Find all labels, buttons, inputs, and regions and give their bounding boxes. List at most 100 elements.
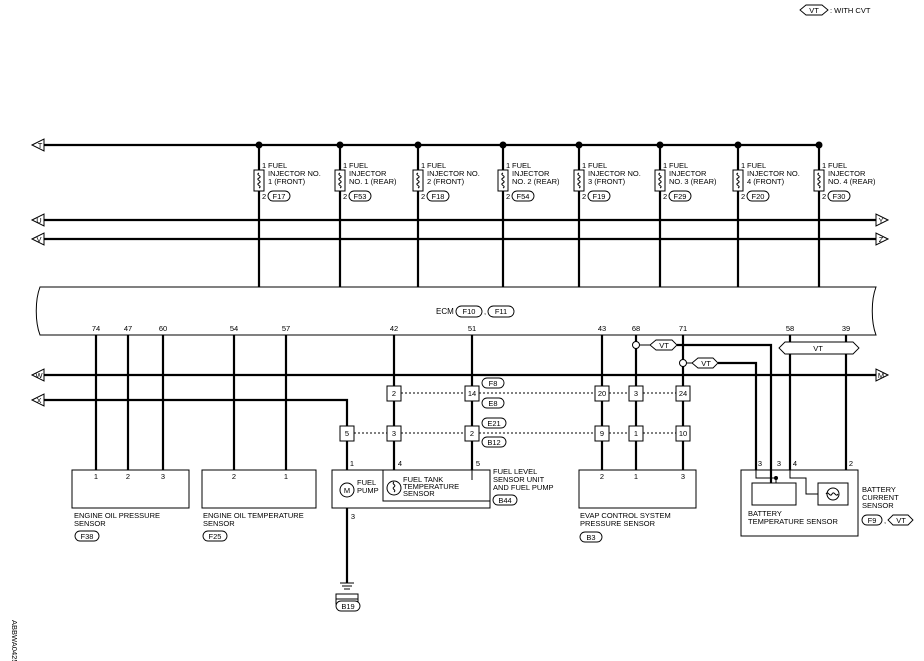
svg-text:9: 9 bbox=[600, 429, 604, 438]
bus-top: T bbox=[30, 138, 819, 152]
ecm-bottom-pin: 51 bbox=[468, 324, 476, 333]
fuel-level-conn: B44 bbox=[498, 496, 511, 505]
svg-text:X: X bbox=[36, 396, 41, 405]
svg-text:1: 1 bbox=[94, 472, 98, 481]
svg-text:1: 1 bbox=[284, 472, 288, 481]
ecm-bottom-pin: 43 bbox=[598, 324, 606, 333]
svg-text:1: 1 bbox=[634, 429, 638, 438]
injector-pin-2: 2 bbox=[421, 192, 425, 201]
vt-tag-3 bbox=[778, 341, 860, 355]
inline-pin-box bbox=[339, 425, 355, 442]
inline-pin-box bbox=[628, 385, 644, 402]
inline-pin-box bbox=[386, 385, 402, 402]
ecm-label: ECM bbox=[436, 307, 454, 316]
injector-pin-1: 1 bbox=[582, 161, 586, 170]
injector-pin-2: 2 bbox=[343, 192, 347, 201]
oil-pressure-conn: F38 bbox=[81, 532, 94, 541]
svg-text:1: 1 bbox=[350, 459, 354, 468]
svg-text:3: 3 bbox=[392, 429, 396, 438]
injector-pin-1: 1 bbox=[663, 161, 667, 170]
ecm-bottom-pin: 58 bbox=[786, 324, 794, 333]
svg-text:3: 3 bbox=[634, 389, 638, 398]
ecm-bottom-pin: 39 bbox=[842, 324, 850, 333]
ecm-bottom-pin: 71 bbox=[679, 324, 687, 333]
svg-text:4: 4 bbox=[398, 459, 402, 468]
svg-text:VT: VT bbox=[813, 344, 823, 353]
svg-text:5: 5 bbox=[345, 429, 349, 438]
ecm-bottom-pin: 54 bbox=[230, 324, 238, 333]
thermistor-icon bbox=[386, 480, 402, 496]
evap-conn: B3 bbox=[586, 533, 595, 542]
legend-tag bbox=[799, 4, 829, 16]
injector-conn: F30 bbox=[833, 192, 846, 201]
ecm-box: ECM F10 , F11 bbox=[35, 286, 877, 336]
bus-x: X bbox=[30, 393, 349, 426]
svg-text:4: 4 bbox=[793, 459, 797, 468]
inline-pin-box bbox=[594, 425, 610, 442]
injector-conn: F19 bbox=[593, 192, 606, 201]
bus-u: U Y bbox=[30, 213, 890, 227]
injector-pin-2: 2 bbox=[822, 192, 826, 201]
inline-pin-box bbox=[675, 425, 691, 442]
svg-text:,: , bbox=[884, 516, 886, 525]
injector-pin-1: 1 bbox=[741, 161, 745, 170]
injector-pin-2: 2 bbox=[741, 192, 745, 201]
svg-text:20: 20 bbox=[598, 389, 606, 398]
ecm-bottom-pin: 60 bbox=[159, 324, 167, 333]
svg-text:3: 3 bbox=[681, 472, 685, 481]
svg-text:M: M bbox=[344, 486, 350, 495]
svg-text:3: 3 bbox=[351, 512, 355, 521]
injector-conn: F18 bbox=[432, 192, 445, 201]
svg-text:T: T bbox=[38, 141, 43, 150]
svg-text:U: U bbox=[36, 216, 41, 225]
legend-tag-text: VT bbox=[809, 6, 819, 15]
svg-text:VT: VT bbox=[896, 516, 906, 525]
sensor-coil-icon bbox=[825, 492, 839, 496]
svg-text:2: 2 bbox=[600, 472, 604, 481]
injector-pin-1: 1 bbox=[506, 161, 510, 170]
svg-text:2: 2 bbox=[126, 472, 130, 481]
svg-text:1: 1 bbox=[634, 472, 638, 481]
legend-text: : WITH CVT bbox=[830, 6, 871, 15]
bus-w: W M bbox=[30, 368, 890, 382]
svg-text:10: 10 bbox=[679, 429, 687, 438]
svg-text:VT: VT bbox=[701, 359, 711, 368]
ecm-bottom-pin: 42 bbox=[390, 324, 398, 333]
svg-text:2: 2 bbox=[392, 389, 396, 398]
fuel-pump-motor-icon bbox=[339, 482, 355, 498]
svg-text:3: 3 bbox=[777, 459, 781, 468]
ecm-bottom-pin: 57 bbox=[282, 324, 290, 333]
svg-text:VT: VT bbox=[659, 341, 669, 350]
ecm-conn1: F10 bbox=[463, 307, 476, 316]
vt-branches: VT VT VT bbox=[632, 339, 860, 470]
svg-text:3: 3 bbox=[161, 472, 165, 481]
svg-text:24: 24 bbox=[679, 389, 687, 398]
inline-pin-box bbox=[594, 385, 610, 402]
injector-pin-2: 2 bbox=[663, 192, 667, 201]
oil-temp-conn: F25 bbox=[209, 532, 222, 541]
conn-e21: E21 bbox=[487, 419, 500, 428]
ecm-wires bbox=[94, 335, 848, 583]
bus-v: V Z bbox=[30, 232, 890, 246]
injector-conn: F54 bbox=[517, 192, 530, 201]
injector-pin-2: 2 bbox=[262, 192, 266, 201]
